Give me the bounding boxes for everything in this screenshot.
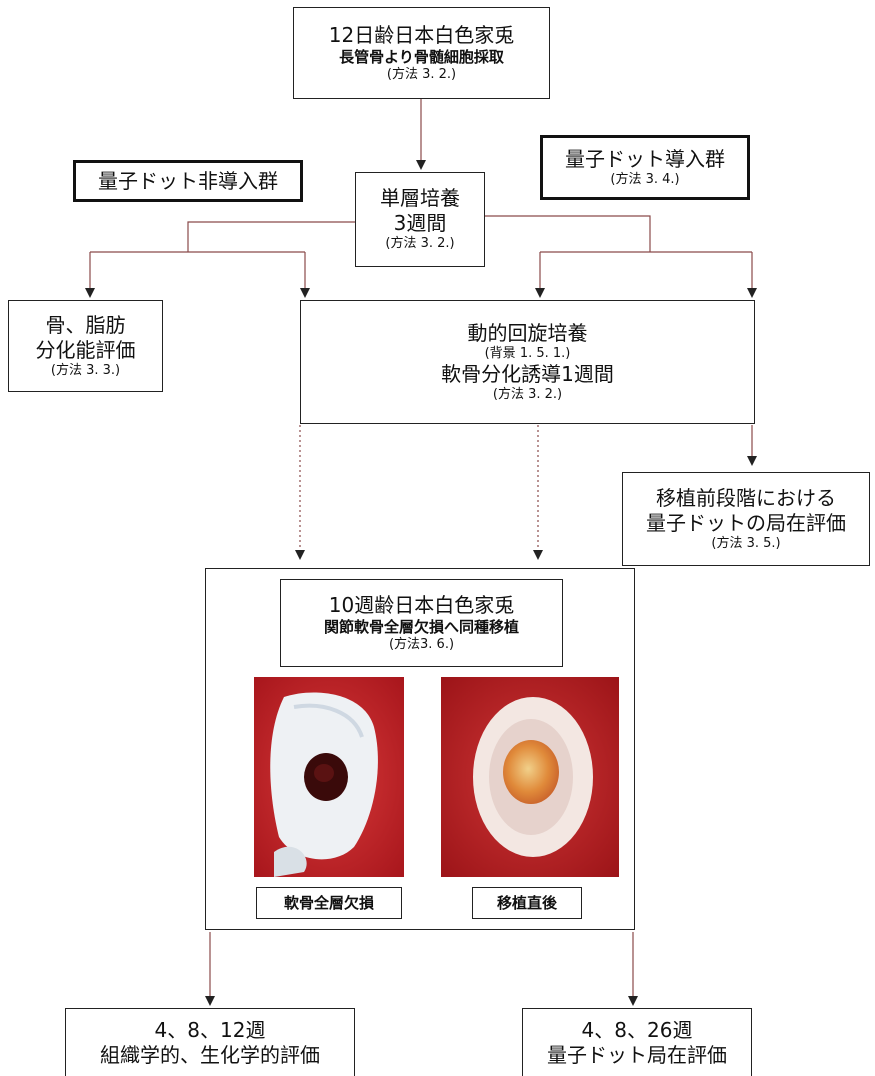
pre-eval-method: (方法 3. 5.) [711, 536, 780, 552]
branch-left [188, 222, 355, 252]
rotation-background-ref: (背景 1. 5. 1.) [485, 346, 571, 362]
eval-line1: 骨、脂肪 [46, 313, 126, 338]
rotation-culture-box: 動的回旋培養 (背景 1. 5. 1.) 軟骨分化誘導1週間 (方法 3. 2.… [300, 300, 755, 424]
eval-line2: 分化能評価 [36, 338, 136, 363]
monolayer-box: 単層培養 3週間 (方法 3. 2.) [355, 172, 485, 267]
non-qd-group-box: 量子ドット非導入群 [73, 160, 303, 202]
harvest-box: 12日齢日本白色家兎 長管骨より骨髄細胞採取 (方法 3. 2.) [293, 7, 550, 99]
harvest-detail: 長管骨より骨髄細胞採取 [339, 48, 504, 67]
monolayer-method: (方法 3. 2.) [385, 236, 454, 252]
eval-method: (方法 3. 3.) [51, 363, 120, 379]
pre-transplant-eval-box: 移植前段階における 量子ドットの局在評価 (方法 3. 5.) [622, 472, 870, 566]
defect-photo-label: 軟骨全層欠損 [256, 887, 402, 919]
transplant-box: 10週齢日本白色家兎 関節軟骨全層欠損へ同種移植 (方法3. 6.) [205, 568, 635, 930]
monolayer-duration: 3週間 [394, 211, 447, 236]
rotation-method: (方法 3. 2.) [493, 387, 562, 403]
transplant-detail: 関節軟骨全層欠損へ同種移植 [324, 618, 519, 637]
histology-weeks: 4、8、12週 [155, 1018, 266, 1043]
harvest-method: (方法 3. 2.) [387, 67, 456, 83]
rotation-title: 動的回旋培養 [468, 321, 588, 346]
qd-eval-label: 量子ドット局在評価 [547, 1043, 727, 1068]
non-qd-group-label: 量子ドット非導入群 [98, 169, 278, 194]
qd-group-method: (方法 3. 4.) [610, 172, 679, 188]
qd-localization-eval-box: 4、8、26週 量子ドット局在評価 [522, 1008, 752, 1076]
transplant-title: 10週齢日本白色家兎 [329, 593, 514, 618]
branch-right [485, 216, 650, 252]
after-transplant-photo-label: 移植直後 [472, 887, 582, 919]
harvest-title: 12日齢日本白色家兎 [329, 23, 514, 48]
transplant-method: (方法3. 6.) [389, 637, 454, 653]
histology-eval-box: 4、8、12週 組織学的、生化学的評価 [65, 1008, 355, 1076]
pre-eval-line1: 移植前段階における [656, 486, 836, 511]
pre-eval-line2: 量子ドットの局在評価 [646, 511, 846, 536]
monolayer-title: 単層培養 [380, 186, 460, 211]
histology-eval-label: 組織学的、生化学的評価 [100, 1043, 320, 1068]
qd-group-box: 量子ドット導入群 (方法 3. 4.) [540, 135, 750, 200]
qd-group-label: 量子ドット導入群 [565, 147, 725, 172]
after-transplant-photo [441, 677, 619, 877]
differentiation-eval-box: 骨、脂肪 分化能評価 (方法 3. 3.) [8, 300, 163, 392]
qd-eval-weeks: 4、8、26週 [582, 1018, 693, 1043]
rotation-induction: 軟骨分化誘導1週間 [441, 362, 614, 387]
transplant-header: 10週齢日本白色家兎 関節軟骨全層欠損へ同種移植 (方法3. 6.) [280, 579, 563, 667]
defect-photo [254, 677, 404, 877]
